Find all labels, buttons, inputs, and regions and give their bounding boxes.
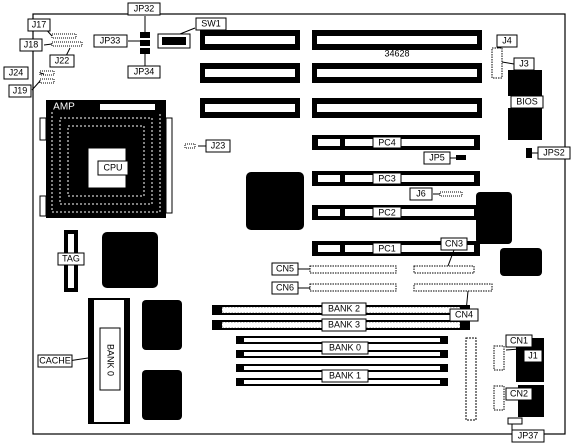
label-bank1: BANK 1 (329, 370, 361, 380)
label-pc3: PC3 (378, 173, 396, 183)
label-bios: BIOS (516, 96, 538, 106)
label-cn4: CN4 (455, 309, 473, 319)
ic-chips (102, 70, 542, 420)
board-outline (32, 13, 566, 435)
board-number: 34628 (384, 48, 409, 58)
label-j6: J6 (416, 188, 426, 198)
label-j18: J18 (24, 39, 39, 49)
label-cn3: CN3 (445, 238, 463, 248)
label-j3: J3 (519, 58, 529, 68)
label-cn2: CN2 (510, 388, 528, 398)
label-pc2: PC2 (378, 207, 396, 217)
label-tag: TAG (62, 253, 80, 263)
label-pc1: PC1 (378, 243, 396, 253)
label-sw1: SW1 (201, 18, 221, 28)
label-bank2: BANK 2 (328, 303, 360, 313)
isa-slots-right (312, 30, 482, 118)
isa-slots-left (200, 30, 300, 118)
label-jp34: JP34 (134, 66, 155, 76)
cache-bank (88, 298, 130, 424)
label-cpu: CPU (103, 162, 122, 172)
label-jp37: JP37 (518, 430, 539, 440)
cpu-socket (39, 100, 173, 218)
top-left-jumpers (39, 32, 191, 84)
right-components (184, 47, 544, 425)
label-jp32: JP32 (134, 3, 155, 13)
label-j23: J23 (211, 140, 226, 150)
label-amp: AMP (53, 102, 75, 113)
label-cache: CACHE (39, 355, 71, 365)
label-j24: J24 (9, 67, 24, 77)
label-bank0: BANK 0 (329, 342, 361, 352)
label-j19: J19 (13, 85, 28, 95)
label-pc4: PC4 (378, 137, 396, 147)
io-headers (309, 265, 493, 292)
label-j22: J22 (55, 55, 70, 65)
label-j17: J17 (32, 19, 47, 29)
label-cn1: CN1 (510, 335, 528, 345)
label-bank3: BANK 3 (328, 319, 360, 329)
label-j1: J1 (528, 350, 538, 360)
label-jp33: JP33 (100, 35, 121, 45)
label-cn6: CN6 (276, 282, 294, 292)
label-cache-bank: BANK 0 (106, 344, 116, 376)
label-jps2: JPS2 (543, 147, 565, 157)
label-j4: J4 (502, 35, 512, 45)
label-cn5: CN5 (276, 263, 294, 273)
label-jp5: JP5 (429, 152, 445, 162)
